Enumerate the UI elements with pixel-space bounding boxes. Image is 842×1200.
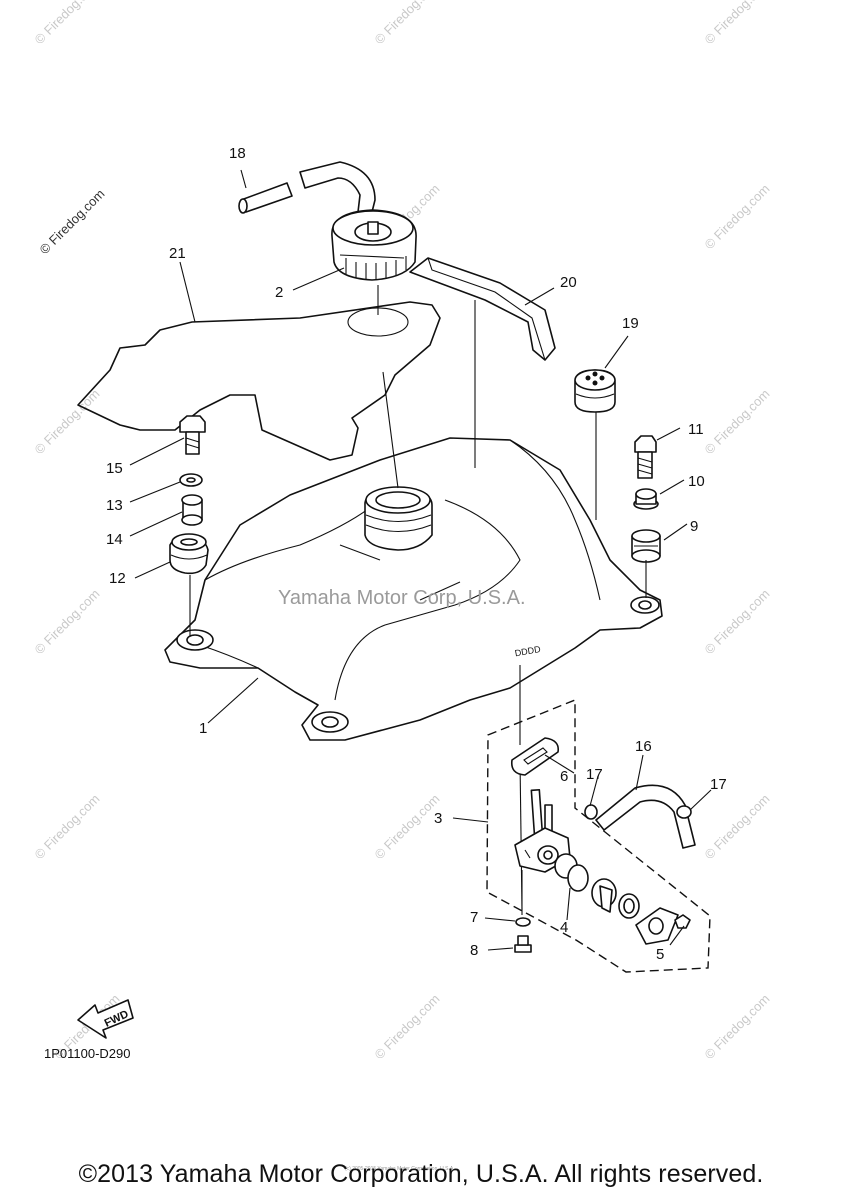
tiny-watermark: (c) 2005-2015 Yamaha Motor Corporation, … — [345, 1166, 455, 1172]
part-8-drain-screw — [514, 935, 532, 953]
center-watermark: Yamaha Motor Corp, U.S.A. — [278, 587, 526, 609]
label-13: 13 — [106, 497, 123, 514]
part-18-pipe — [240, 182, 293, 213]
watermark: © Firedog.com — [32, 586, 103, 657]
part-4-o-ring — [554, 853, 589, 892]
label-16: 16 — [635, 738, 652, 755]
part-9-damper — [631, 529, 661, 563]
breather-hose — [299, 161, 376, 213]
label-17b: 17 — [710, 776, 727, 793]
diagram-code: 1P01100-D290 — [44, 1046, 131, 1061]
part-2-fuel-cap — [331, 209, 417, 281]
label-10: 10 — [688, 473, 705, 490]
label-21: 21 — [169, 245, 186, 262]
part-5-plate — [635, 907, 691, 945]
label-9: 9 — [690, 518, 698, 535]
label-15: 15 — [106, 460, 123, 477]
part-6-gasket — [510, 737, 560, 776]
watermark: © Firedog.com — [702, 386, 773, 457]
part-11-bolt — [634, 435, 657, 479]
watermark: © Firedog.com — [372, 0, 443, 47]
leader-lines — [129, 169, 712, 951]
svg-text:DDDD: DDDD — [514, 644, 542, 658]
watermark: © Firedog.com — [32, 791, 103, 862]
label-12: 12 — [109, 570, 126, 587]
lever — [591, 878, 617, 913]
label-4: 4 — [560, 919, 568, 936]
part-17-clip — [584, 804, 692, 820]
watermark: © Firedog.com — [702, 586, 773, 657]
label-6: 6 — [560, 768, 568, 785]
label-1: 1 — [199, 720, 207, 737]
watermark: © Firedog.com — [372, 991, 443, 1062]
label-7: 7 — [470, 909, 478, 926]
watermark: © Firedog.com — [372, 791, 443, 862]
watermark: © Firedog.com — [702, 791, 773, 862]
label-19: 19 — [622, 315, 639, 332]
part-3-group-outline — [486, 698, 711, 973]
part-labels: 18 2 21 20 19 11 10 9 15 13 14 12 1 3 6 … — [106, 145, 727, 963]
label-3: 3 — [434, 810, 442, 827]
wave-washer — [618, 893, 640, 919]
watermark: © Firedog.com — [702, 0, 773, 47]
part-12-damper — [169, 533, 209, 575]
part-19-grommet — [574, 369, 616, 413]
part-10-collar — [633, 488, 659, 510]
watermark: © Firedog.com — [702, 991, 773, 1062]
label-20: 20 — [560, 274, 577, 291]
part-20-strap — [409, 257, 556, 361]
watermark: © Firedog.com — [32, 386, 103, 457]
watermark: © Firedog.com — [37, 186, 108, 257]
label-11: 11 — [688, 421, 704, 438]
part-7-washer — [515, 917, 531, 927]
label-8: 8 — [470, 942, 478, 959]
label-2: 2 — [275, 284, 283, 301]
label-5: 5 — [656, 946, 664, 963]
copyright-notice: ©2013 Yamaha Motor Corporation, U.S.A. A… — [78, 1160, 764, 1188]
watermark: © Firedog.com — [32, 0, 103, 47]
part-1-fuel-tank: DDDD — [164, 437, 663, 741]
part-16-fuel-hose — [595, 784, 696, 849]
part-15-bolt — [179, 415, 206, 455]
label-18: 18 — [229, 145, 246, 162]
label-17a: 17 — [586, 766, 603, 783]
label-14: 14 — [106, 531, 123, 548]
assembly-lines — [189, 285, 647, 915]
watermark: © Firedog.com — [702, 181, 773, 252]
part-13-washer — [179, 473, 203, 487]
part-14-collar — [181, 494, 203, 526]
part-21-shield — [77, 301, 441, 461]
